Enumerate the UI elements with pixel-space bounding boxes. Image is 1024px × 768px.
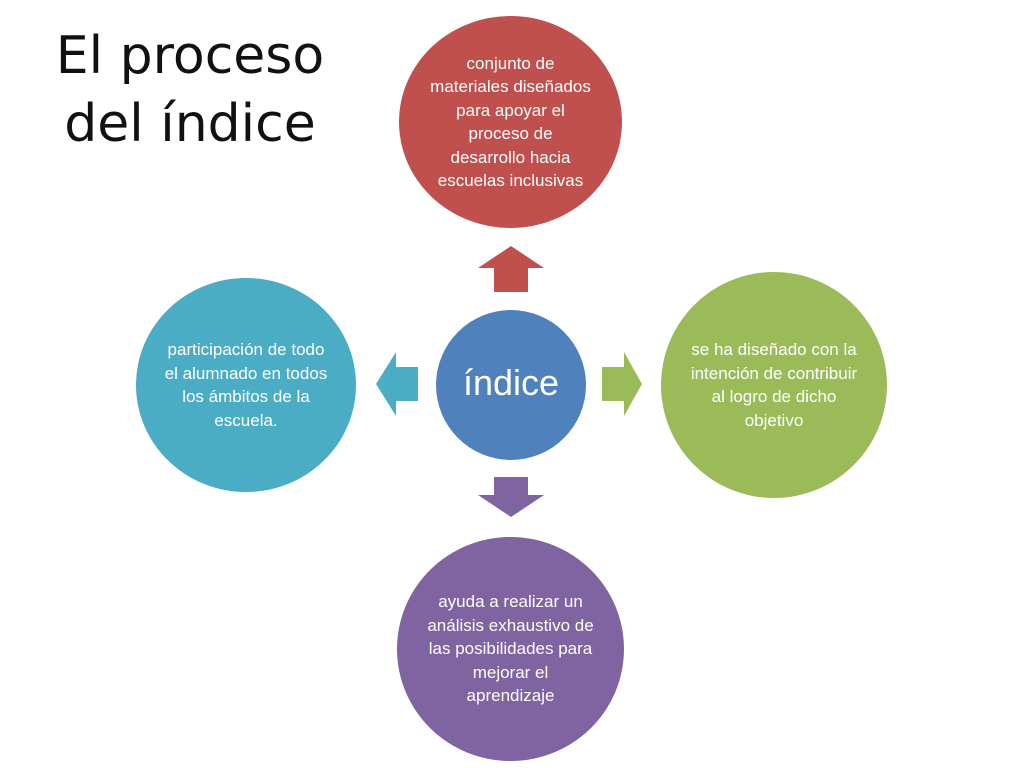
- node-bottom-circle: ayuda a realizar un análisis exhaustivo …: [397, 537, 624, 761]
- node-left-circle: participación de todo el alumnado en tod…: [136, 278, 356, 492]
- arrow-up-icon: [478, 246, 544, 292]
- center-circle: índice: [436, 310, 586, 460]
- arrow-down-icon: [478, 477, 544, 517]
- node-bottom-text: ayuda a realizar un análisis exhaustivo …: [427, 592, 594, 706]
- node-right-text: se ha diseñado con la intención de contr…: [690, 340, 858, 430]
- slide-title: El proceso del índice: [30, 22, 350, 158]
- center-label: índice: [462, 362, 560, 403]
- title-line-1: El proceso: [55, 26, 325, 86]
- node-top-circle: conjunto de materiales diseñados para ap…: [399, 16, 622, 228]
- node-left-text: participación de todo el alumnado en tod…: [164, 340, 328, 430]
- arrow-right-icon: [602, 352, 642, 416]
- title-line-2: del índice: [64, 94, 316, 154]
- arrow-left-icon: [376, 352, 418, 416]
- node-top-text: conjunto de materiales diseñados para ap…: [430, 53, 591, 191]
- node-right-circle: se ha diseñado con la intención de contr…: [661, 272, 887, 498]
